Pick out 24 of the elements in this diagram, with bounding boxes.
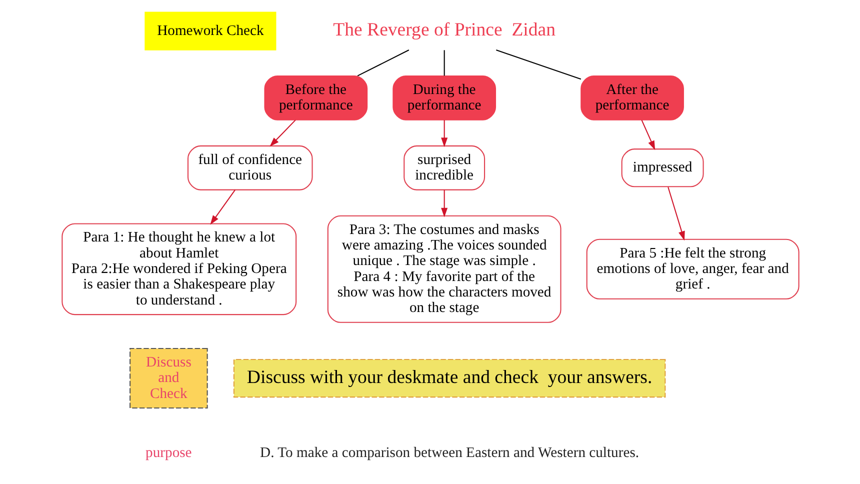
node-box: Discuss and Check xyxy=(129,348,208,409)
node-text: The Reverge of Prince Zidan xyxy=(332,20,556,41)
label: purpose xyxy=(145,444,192,461)
node-box: Para 5 :He felt the strong emotions of love, anger, fear and grief . xyxy=(586,238,799,300)
connector xyxy=(496,50,581,80)
connector xyxy=(443,50,444,76)
node-box: Para 1: He thought he knew a lot about Hamlet Para 2:He wondered if Peking Opera is easier than a Shakespeare play to understand . xyxy=(61,223,296,316)
node-box: Before the performance xyxy=(264,75,368,120)
arrow xyxy=(640,120,655,150)
node-box: Para 3: The costumes and masks were amazing .The voices sounded unique . The stage was simple . Para 4 : My favorite part of the show was how the characters moved on the stage xyxy=(326,215,561,323)
arrow xyxy=(440,190,448,218)
node-box: impressed xyxy=(620,148,704,188)
node-box: During the performance xyxy=(392,75,496,120)
node-box: surprised incredible xyxy=(403,145,485,190)
arrow xyxy=(269,120,296,147)
arrow xyxy=(440,120,448,148)
arrow xyxy=(210,190,235,225)
node-box: Discuss with your deskmate and check your answers. xyxy=(232,358,666,398)
node-box: After the performance xyxy=(580,75,684,120)
arrow xyxy=(667,186,684,241)
node-box: full of confidence curious xyxy=(186,145,312,190)
connector xyxy=(356,50,409,76)
node-box: Homework Check xyxy=(144,12,276,50)
label: D. To make a comparison between Eastern and Western cultures. xyxy=(260,444,639,461)
